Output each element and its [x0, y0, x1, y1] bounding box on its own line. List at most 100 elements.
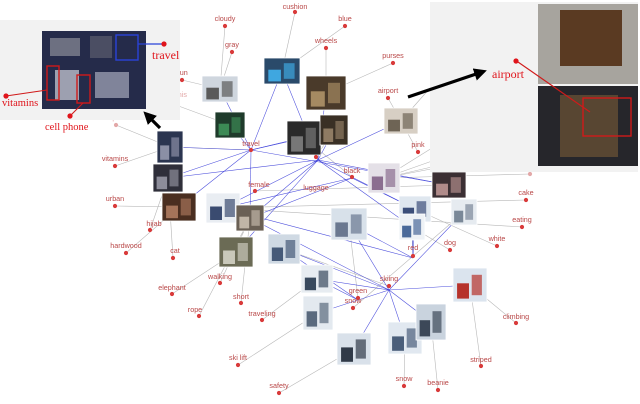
- thumbnail-pets: [152, 163, 184, 193]
- node-luggage: [313, 154, 319, 160]
- node-gray: [229, 49, 235, 55]
- node-ski-lift: [235, 362, 241, 368]
- zoom-insets: travel vitamins cell phone airport: [0, 2, 638, 172]
- tag-label-airport: airport: [378, 86, 398, 95]
- node-striped: [478, 363, 484, 369]
- node-climbing: [513, 320, 519, 326]
- thumbnail-tennis: [214, 111, 246, 139]
- inset-label-travel: travel: [152, 48, 180, 62]
- tag-label-hardwood: hardwood: [110, 241, 142, 250]
- tag-label-wheels: wheels: [314, 36, 338, 45]
- tag-label-luggage: luggage: [303, 183, 329, 192]
- node-pink: [415, 149, 421, 155]
- tag-label-beanie: beanie: [427, 378, 449, 387]
- tag-label-cake: cake: [518, 188, 533, 197]
- node-green: [355, 295, 361, 301]
- arrow-to-right-inset: [407, 68, 487, 99]
- thumbnail-skiers_snow: [205, 192, 241, 224]
- tag-label-sun: sun: [176, 68, 188, 77]
- tag-label-cushion: cushion: [283, 2, 308, 11]
- node-beanie: [435, 387, 441, 393]
- tag-label-eating: eating: [512, 215, 532, 224]
- node-snow: [350, 305, 356, 311]
- tag-labels: cushioncloudybluegraywheelspursessheepsu…: [100, 2, 545, 390]
- tag-label-purses: purses: [382, 51, 404, 60]
- tag-label-snow2: snow: [396, 374, 414, 383]
- thumbnail-suitcase_room: [305, 75, 347, 111]
- node-walking: [217, 280, 223, 286]
- tag-label-red: red: [408, 243, 418, 252]
- node-cloudy: [222, 23, 228, 29]
- tag-label-blue: blue: [338, 14, 352, 23]
- tag-label-ski-lift: ski lift: [229, 353, 247, 362]
- node-snow2: [401, 383, 407, 389]
- node-dog: [447, 247, 453, 253]
- thumbnail-skier_tree: [300, 264, 334, 294]
- thumbnail-climb: [415, 303, 447, 341]
- node-female: [252, 188, 258, 194]
- hub-edge-travel: [169, 146, 252, 151]
- hub-edge-black: [222, 177, 353, 209]
- inset-label-airport: airport: [492, 67, 525, 81]
- tag-label-skiing: skiing: [380, 274, 398, 283]
- thumbnail-party: [431, 171, 467, 199]
- node-cushion: [292, 9, 298, 15]
- node-urban: [112, 203, 118, 209]
- node-purses: [390, 60, 396, 66]
- inset-travel: travel vitamins cell phone: [0, 20, 180, 133]
- node-traveling: [259, 317, 265, 323]
- tag-label-black: black: [344, 166, 361, 175]
- hub-edge-travel: [250, 149, 450, 186]
- node-cat: [170, 255, 176, 261]
- inset-label-cell-phone: cell phone: [45, 122, 89, 133]
- node-travel: [248, 147, 254, 153]
- tag-edge-female: [254, 184, 450, 192]
- node-hijab: [147, 227, 153, 233]
- thumbnail-bags_floor: [319, 114, 349, 146]
- node-hardwood: [123, 250, 129, 256]
- image-thumbnails: [152, 57, 488, 366]
- tag-label-rope: rope: [188, 305, 202, 314]
- tag-edge-skiing: [283, 248, 390, 287]
- hub-edge-skiing: [283, 248, 390, 291]
- inset-airport: airport: [430, 2, 638, 172]
- tag-label-green: green: [349, 286, 367, 295]
- hub-edge-skiing: [249, 217, 390, 291]
- tag-label-vitamins: vitamins: [102, 154, 129, 163]
- thumbnail-cat_case: [161, 192, 197, 222]
- thumbnail-skier_pair: [302, 295, 334, 331]
- thumbnail-street: [235, 204, 265, 232]
- tag-label-elephant: elephant: [158, 283, 186, 292]
- hub-edge-luggage: [167, 159, 319, 179]
- node-cell-phone: [113, 122, 119, 128]
- thumbnail-runway: [201, 75, 239, 103]
- node-white: [494, 243, 500, 249]
- thumbnail-cake: [367, 162, 401, 194]
- thumbnail-elephant: [218, 236, 254, 268]
- node-sun: [179, 77, 185, 83]
- hub-edge-luggage: [317, 159, 413, 228]
- node-red: [410, 253, 416, 259]
- thumbnail-dark_room: [286, 120, 322, 156]
- node-cake: [523, 197, 529, 203]
- node-eating: [519, 224, 525, 230]
- tag-label-dog: dog: [444, 238, 456, 247]
- node-vitamins: [112, 163, 118, 169]
- tag-label-female: female: [248, 180, 270, 189]
- tag-label-striped: striped: [470, 355, 492, 364]
- tag-label-gray: gray: [225, 40, 239, 49]
- inset-label-vitamins: vitamins: [2, 98, 38, 109]
- node-black: [349, 174, 355, 180]
- tag-label-pink: pink: [411, 140, 425, 149]
- node-wheels: [323, 45, 329, 51]
- hub-edge-black: [249, 177, 353, 219]
- tag-label-traveling: traveling: [248, 309, 275, 318]
- tag-label-hijab: hijab: [146, 219, 161, 228]
- tag-label-short: short: [233, 292, 249, 301]
- tag-label-snow: snow: [345, 296, 363, 305]
- node-skiing: [386, 283, 392, 289]
- tag-edge-snow: [352, 211, 465, 309]
- node-rope: [196, 313, 202, 319]
